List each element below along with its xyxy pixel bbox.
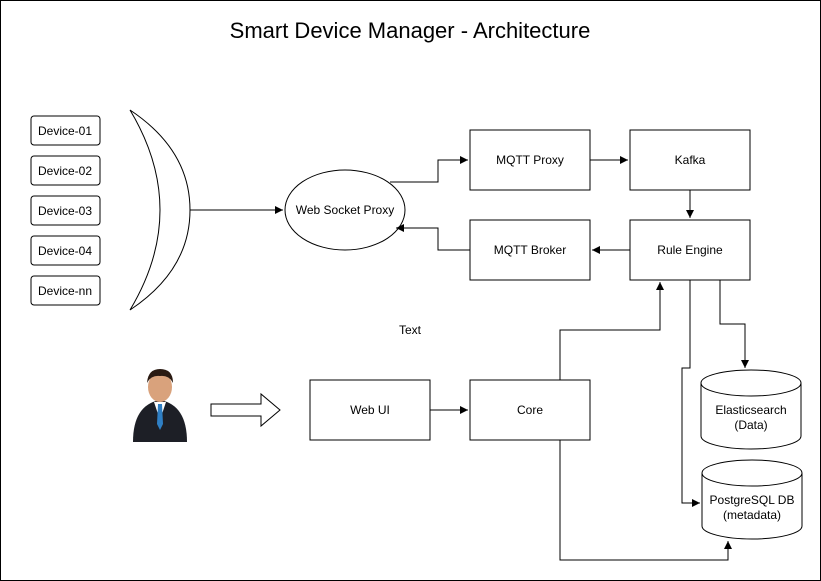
edge-ruleengine-to-elasticsearch (719, 280, 749, 368)
diagram-title: Smart Device Manager - Architecture (230, 18, 591, 43)
web-ui-label: Web UI (350, 403, 390, 417)
core-label: Core (517, 403, 543, 417)
postgresql-node[interactable] (701, 459, 803, 540)
core-node[interactable] (469, 379, 591, 441)
device-box-nn[interactable] (30, 275, 101, 306)
floating-text-label[interactable]: Text (399, 323, 422, 337)
kafka-label: Kafka (675, 153, 706, 167)
device-box-01[interactable] (30, 115, 101, 146)
device-box-03[interactable] (30, 195, 101, 226)
mqtt-proxy-node[interactable] (469, 129, 591, 191)
elasticsearch-label-line2: (Data) (734, 418, 767, 432)
person-icon (133, 369, 187, 442)
device-aggregator-shape (129, 109, 191, 311)
edge-core-to-ruleengine (559, 282, 664, 380)
device-label-01: Device-01 (38, 124, 92, 138)
edge-ruleengine-to-postgresql (681, 280, 700, 507)
user-to-webui-arrow (210, 392, 281, 428)
web-socket-proxy-label: Web Socket Proxy (296, 203, 394, 217)
edge-core-to-postgresql (559, 440, 732, 561)
device-box-04[interactable] (30, 235, 101, 266)
mqtt-broker-node[interactable] (469, 219, 591, 281)
rule-engine-node[interactable] (629, 219, 751, 281)
mqtt-broker-label: MQTT Broker (494, 243, 566, 257)
mqtt-proxy-label: MQTT Proxy (496, 153, 564, 167)
edge-wsproxy-to-mqttproxy (390, 156, 468, 183)
kafka-node[interactable] (629, 129, 751, 191)
device-label-04: Device-04 (38, 244, 92, 258)
postgresql-label-line2: (metadata) (723, 508, 781, 522)
elasticsearch-label-line1: Elasticsearch (715, 403, 786, 417)
edge-mqttbroker-to-wsproxy (396, 224, 470, 251)
rule-engine-label: Rule Engine (657, 243, 723, 257)
web-socket-proxy-node[interactable] (284, 169, 406, 251)
device-box-02[interactable] (30, 155, 101, 186)
device-label-02: Device-02 (38, 164, 92, 178)
web-ui-node[interactable] (309, 379, 431, 441)
device-list: Device-01 Device-02 Device-03 Device-04 … (30, 115, 101, 306)
device-label-nn: Device-nn (38, 284, 92, 298)
device-label-03: Device-03 (38, 204, 92, 218)
elasticsearch-node[interactable] (700, 369, 802, 450)
postgresql-label-line1: PostgreSQL DB (710, 493, 795, 507)
